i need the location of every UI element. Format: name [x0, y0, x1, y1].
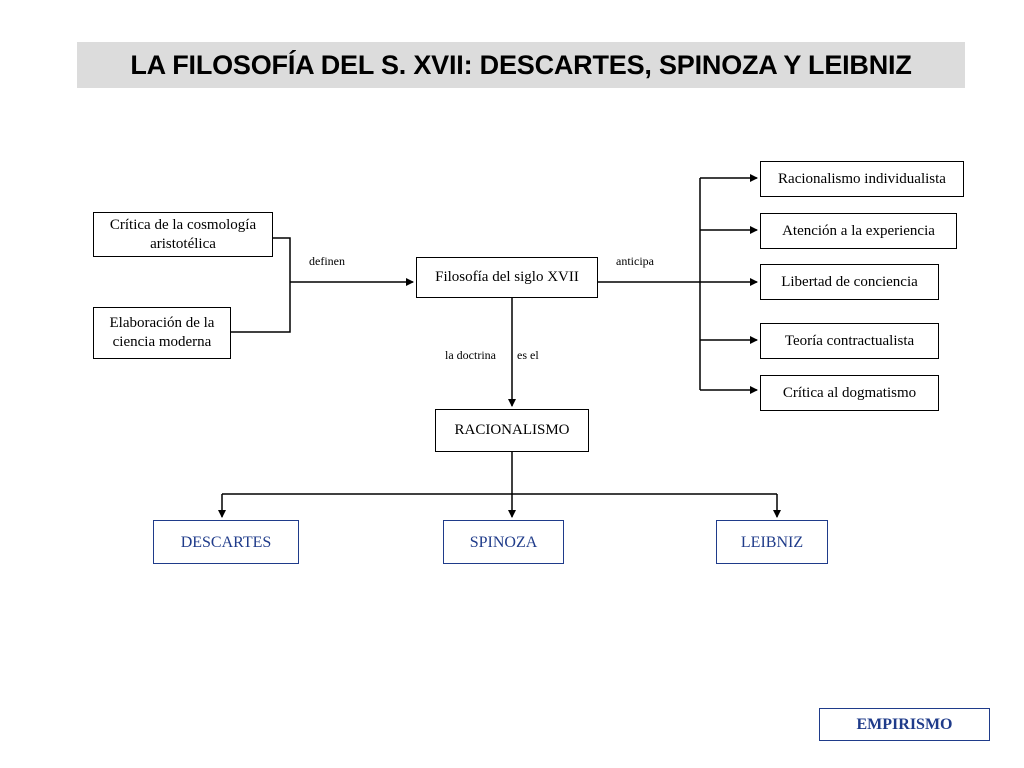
node-racionalismo: RACIONALISMO — [435, 409, 589, 452]
node-filosofia-siglo: Filosofía del siglo XVII — [416, 257, 598, 298]
node-critica-cosmologia: Crítica de la cosmología aristotélica — [93, 212, 273, 257]
node-spinoza: SPINOZA — [443, 520, 564, 564]
label-la-doctrina: la doctrina — [445, 348, 496, 362]
label-anticipa: anticipa — [616, 254, 654, 268]
title-bar: LA FILOSOFÍA DEL S. XVII: DESCARTES, SPI… — [77, 42, 965, 88]
node-descartes: DESCARTES — [153, 520, 299, 564]
node-feature-3: Libertad de conciencia — [760, 264, 939, 300]
label-definen: definen — [309, 254, 345, 268]
node-elaboracion-ciencia: Elaboración de la ciencia moderna — [93, 307, 231, 359]
node-feature-4: Teoría contractualista — [760, 323, 939, 359]
label-es-el: es el — [517, 348, 539, 362]
page-title: LA FILOSOFÍA DEL S. XVII: DESCARTES, SPI… — [130, 49, 912, 80]
empirismo-link-button[interactable]: EMPIRISMO — [819, 708, 990, 741]
connector-elaboracion — [231, 282, 291, 333]
node-feature-2: Atención a la experiencia — [760, 213, 957, 249]
connector-critica — [273, 237, 291, 282]
node-leibniz: LEIBNIZ — [716, 520, 828, 564]
node-feature-5: Crítica al dogmatismo — [760, 375, 939, 411]
node-feature-1: Racionalismo individualista — [760, 161, 964, 197]
